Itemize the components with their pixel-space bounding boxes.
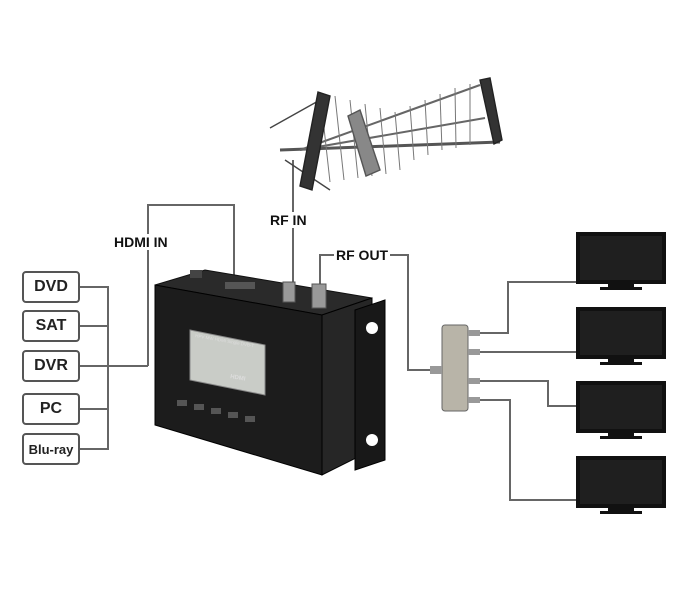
source-dvr: DVR bbox=[22, 350, 80, 382]
source-bluray: Blu-ray bbox=[22, 433, 80, 465]
line-tv-4 bbox=[480, 399, 576, 501]
connection-lines bbox=[80, 160, 576, 501]
source-pc: PC bbox=[22, 393, 80, 425]
tv-4 bbox=[576, 456, 666, 514]
rf-in-label: RF IN bbox=[268, 212, 309, 228]
line-pc bbox=[80, 366, 109, 410]
tv-2 bbox=[576, 307, 666, 365]
line-dvd bbox=[80, 286, 109, 366]
line-tv-1 bbox=[480, 281, 576, 334]
line-rf-out bbox=[319, 254, 430, 371]
source-sat: SAT bbox=[22, 310, 80, 342]
line-hdmi-in bbox=[147, 204, 235, 366]
rf-out-label: RF OUT bbox=[334, 247, 391, 263]
modulator-device: HPV MW HDMI Single DVB-T HDMI bbox=[154, 269, 386, 476]
tv-3 bbox=[576, 381, 666, 439]
antenna bbox=[269, 77, 503, 191]
line-bluray bbox=[80, 409, 109, 450]
tv-1 bbox=[576, 232, 666, 290]
device-logo: HDMI bbox=[230, 374, 246, 383]
source-dvd: DVD bbox=[22, 271, 80, 303]
line-tv-3 bbox=[480, 380, 576, 407]
rf-splitter bbox=[430, 324, 480, 412]
hdmi-in-label: HDMI IN bbox=[112, 234, 170, 250]
